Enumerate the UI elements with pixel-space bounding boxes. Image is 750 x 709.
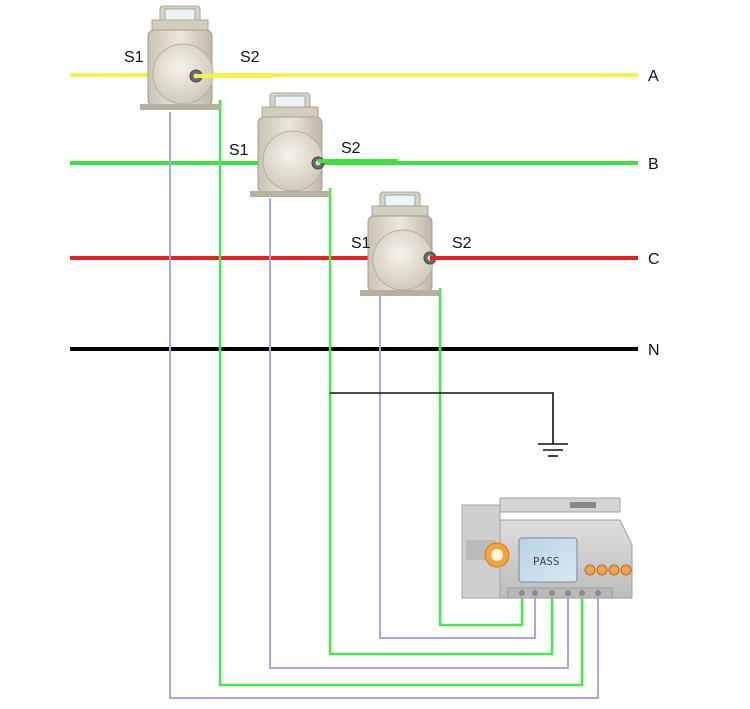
wire-b-s1 — [269, 198, 569, 669]
ground-wire — [330, 392, 554, 444]
energy-meter: PASS — [461, 497, 633, 599]
current-transformer-b — [250, 92, 330, 197]
ct-c-s1-label: S1 — [351, 235, 371, 252]
meter-button-1[interactable] — [584, 564, 596, 576]
meter-button-4[interactable] — [620, 564, 632, 576]
wire-a-s2 — [218, 100, 584, 687]
ct-a-s2-label: S2 — [240, 49, 260, 66]
current-transformer-c — [360, 191, 440, 296]
s2-wires — [218, 100, 584, 687]
ct-b-s2-label: S2 — [341, 140, 361, 157]
ct-a-s1-label: S1 — [124, 49, 144, 66]
meter-terminals — [519, 590, 601, 596]
phase-label-c: C — [648, 251, 660, 268]
meter-lcd-text: PASS — [533, 555, 560, 568]
wire-c-s1 — [379, 293, 536, 639]
meter-lcd — [518, 537, 578, 583]
s1-wires — [169, 112, 599, 699]
wire-b-s2 — [328, 188, 554, 656]
current-transformer-a — [140, 5, 220, 110]
meter-button-3[interactable] — [608, 564, 620, 576]
phase-label-n: N — [648, 342, 660, 359]
meter-button-2[interactable] — [596, 564, 608, 576]
phase-label-a: A — [648, 68, 659, 85]
phase-label-b: B — [648, 156, 659, 173]
wire-a-s1 — [169, 112, 599, 699]
wire-c-s2 — [438, 288, 524, 627]
ct-b-s1-label: S1 — [229, 142, 249, 159]
ground-connection — [330, 392, 568, 457]
ct-c-s2-label: S2 — [452, 235, 472, 252]
